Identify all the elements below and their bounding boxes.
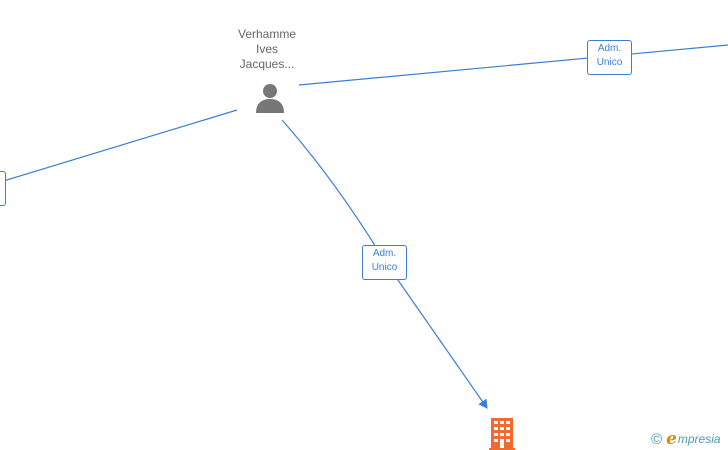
- edge-line-right: [298, 44, 728, 86]
- brand-logo-text: mpresia: [677, 432, 721, 446]
- person-name-line-2: Ives: [255, 42, 278, 56]
- edge-label-right-line-1: Adm.: [597, 43, 622, 54]
- edge-label-center[interactable]: Adm. Unico: [362, 245, 407, 280]
- person-name-line-3: Jacques...: [239, 57, 295, 71]
- edge-line-left: [0, 109, 238, 183]
- edge-label-center-line-2: Unico: [371, 262, 398, 273]
- building-icon[interactable]: [489, 418, 515, 450]
- edge-label-left[interactable]: [0, 171, 6, 206]
- person-icon[interactable]: [254, 83, 286, 113]
- edge-label-right[interactable]: Adm. Unico: [587, 40, 632, 75]
- empresia-watermark: © e mpresia: [651, 430, 721, 448]
- person-name[interactable]: Verhamme Ives Jacques...: [217, 27, 317, 72]
- brand-logo-initial: e: [666, 428, 677, 449]
- edge-label-right-line-2: Unico: [596, 57, 623, 68]
- person-name-line-1: Verhamme: [237, 27, 297, 41]
- copyright-symbol: ©: [651, 430, 663, 448]
- edge-label-center-line-1: Adm.: [372, 248, 397, 259]
